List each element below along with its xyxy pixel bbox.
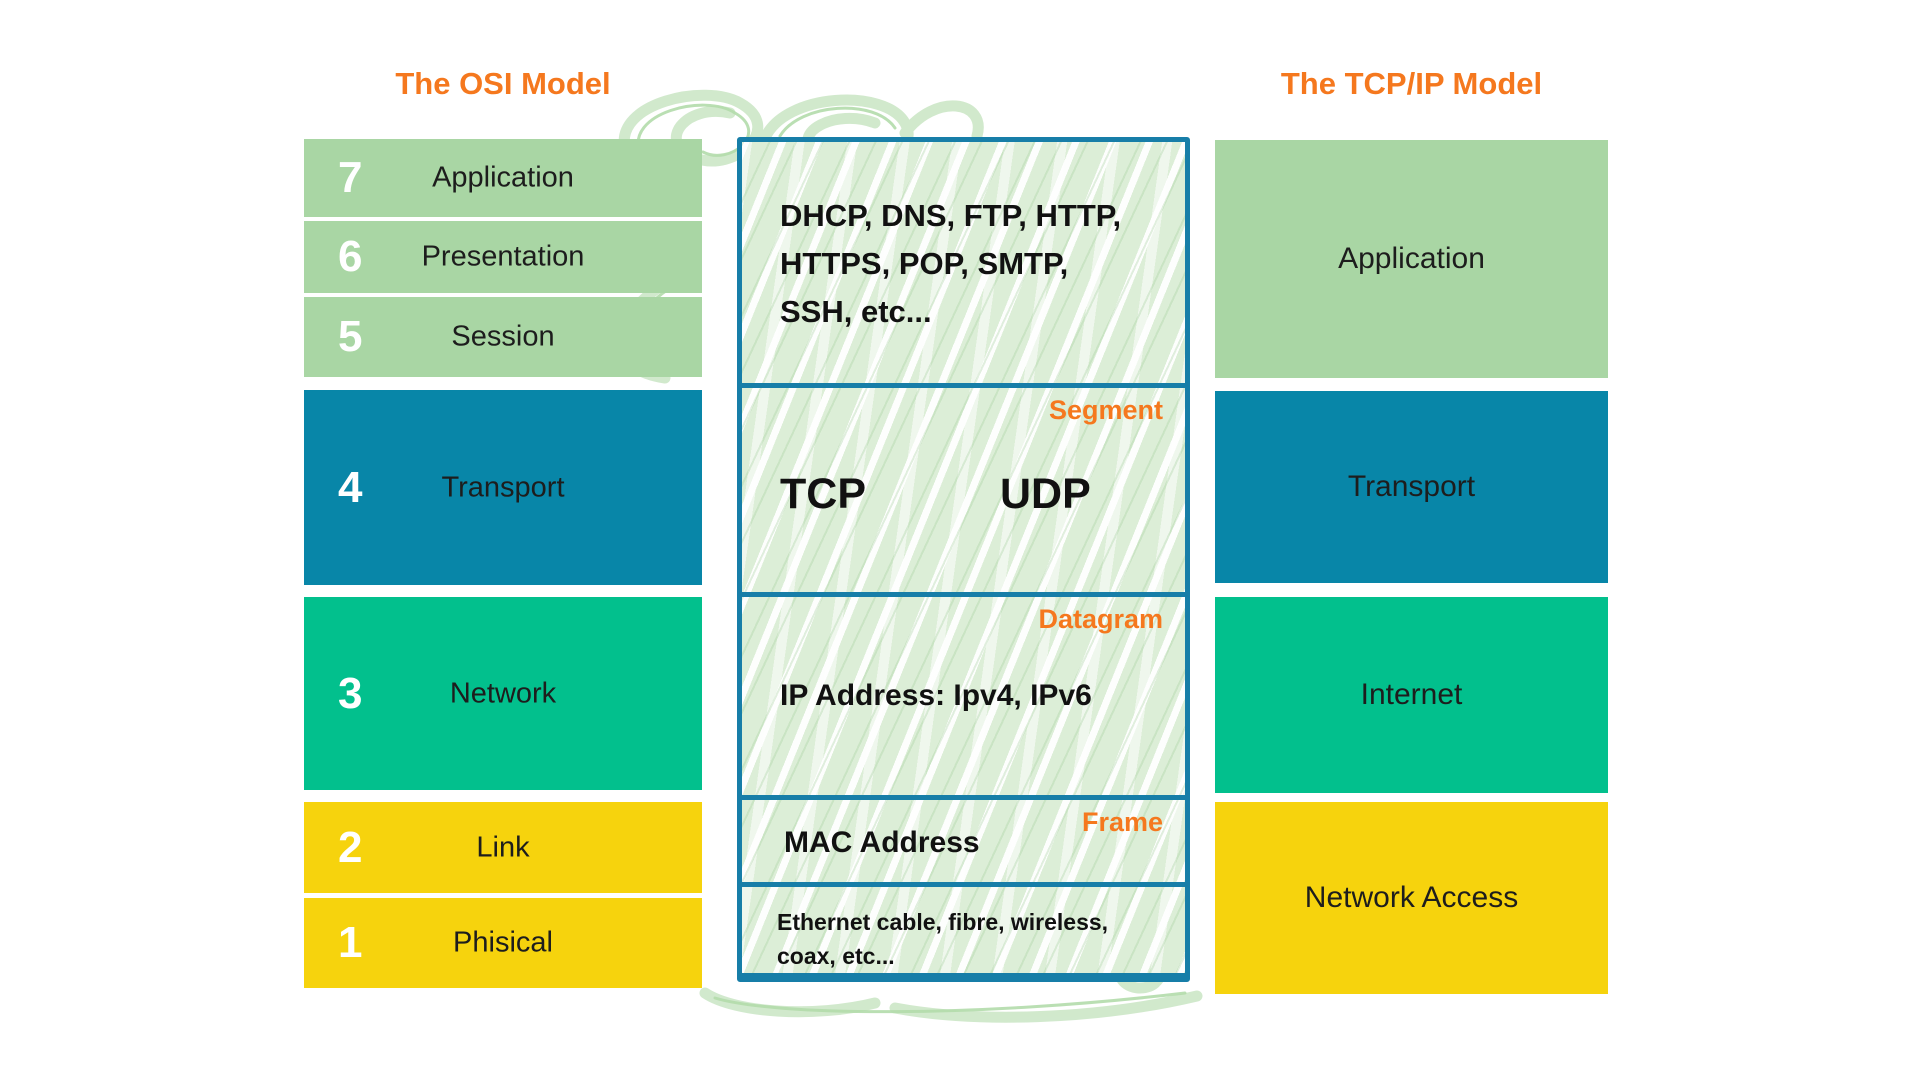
tcpip-layer-network-access: Network Access: [1215, 802, 1608, 994]
tcpip-model-title: The TCP/IP Model: [1280, 66, 1543, 101]
tcpip-layer-label: Network Access: [1304, 881, 1519, 914]
osi-layer-1: 1 Phisical: [304, 898, 702, 988]
osi-layer-label: Application: [432, 161, 574, 194]
tcpip-layer-internet: Internet: [1215, 597, 1608, 793]
protocols-line: DHCP, DNS, FTP, HTTP,: [780, 198, 1122, 233]
osi-layer-4: 4 Transport: [304, 390, 702, 585]
mac-address-text: MAC Address: [784, 826, 980, 859]
section-application-protocols: DHCP, DNS, FTP, HTTP, HTTPS, POP, SMTP, …: [742, 142, 1185, 383]
udp-protocol-label: UDP: [1000, 470, 1091, 518]
application-protocols-text: DHCP, DNS, FTP, HTTP, HTTPS, POP, SMTP, …: [780, 192, 1121, 336]
osi-layer-number: 3: [338, 668, 363, 718]
osi-layer-5: 5 Session: [304, 297, 702, 377]
physical-line: coax, etc...: [777, 943, 895, 969]
physical-media-text: Ethernet cable, fibre, wireless, coax, e…: [777, 905, 1108, 973]
osi-layer-7: 7 Application: [304, 139, 702, 217]
osi-layer-number: 6: [338, 232, 363, 281]
tcpip-layer-application: Application: [1215, 140, 1608, 378]
section-transport: Segment TCP UDP: [742, 383, 1185, 592]
tcpip-layer-label: Internet: [1360, 678, 1463, 711]
tcpip-layer-label: Application: [1338, 242, 1485, 275]
osi-layer-number: 7: [338, 153, 363, 202]
section-network: Datagram IP Address: Ipv4, IPv6: [742, 592, 1185, 795]
tcpip-layer-label: Transport: [1347, 470, 1476, 503]
protocols-line: SSH, etc...: [780, 294, 932, 329]
osi-model-title: The OSI Model: [395, 66, 611, 101]
section-link: Frame MAC Address: [742, 795, 1185, 882]
osi-layer-number: 4: [338, 462, 363, 512]
ip-address-text: IP Address: Ipv4, IPv6: [780, 679, 1092, 712]
section-physical: Ethernet cable, fibre, wireless, coax, e…: [742, 882, 1185, 978]
osi-layer-label: Link: [476, 831, 530, 863]
protocols-line: HTTPS, POP, SMTP,: [780, 246, 1069, 281]
tcpip-layer-transport: Transport: [1215, 391, 1608, 583]
physical-line: Ethernet cable, fibre, wireless,: [777, 909, 1109, 935]
osi-layer-6: 6 Presentation: [304, 221, 702, 293]
protocols-box: DHCP, DNS, FTP, HTTP, HTTPS, POP, SMTP, …: [737, 137, 1190, 982]
datagram-tag: Datagram: [1038, 604, 1163, 634]
osi-layer-label: Session: [451, 320, 555, 353]
osi-layer-number: 1: [338, 918, 363, 967]
osi-layer-label: Phisical: [453, 926, 553, 959]
osi-layer-label: Presentation: [421, 240, 585, 273]
osi-layer-number: 2: [338, 822, 363, 872]
osi-layer-label: Network: [449, 677, 557, 709]
osi-layer-2: 2 Link: [304, 802, 702, 893]
osi-layer-3: 3 Network: [304, 597, 702, 790]
osi-layer-number: 5: [338, 312, 363, 361]
frame-tag: Frame: [1081, 807, 1163, 837]
segment-tag: Segment: [1048, 395, 1163, 425]
tcp-protocol-label: TCP: [780, 470, 866, 518]
osi-layer-label: Transport: [441, 471, 565, 503]
